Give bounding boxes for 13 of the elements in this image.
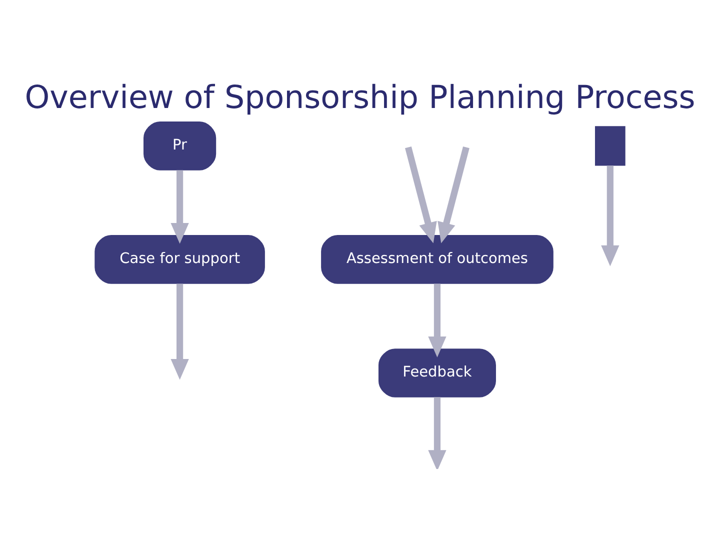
arrow	[170, 170, 189, 244]
diagram-title: Overview of Sponsorship Planning Process	[24, 79, 696, 116]
node-box: Feedback	[378, 348, 496, 397]
node-box: Assessment of outcomes	[321, 234, 554, 284]
arrow	[601, 165, 620, 266]
arrow	[428, 283, 446, 357]
arrow	[170, 283, 189, 380]
arrow	[428, 396, 446, 468]
node-box: Pr	[144, 121, 216, 170]
node-box	[595, 126, 626, 166]
arrow	[438, 146, 470, 243]
node-box: Case for support	[94, 234, 265, 284]
arrow	[405, 146, 437, 243]
